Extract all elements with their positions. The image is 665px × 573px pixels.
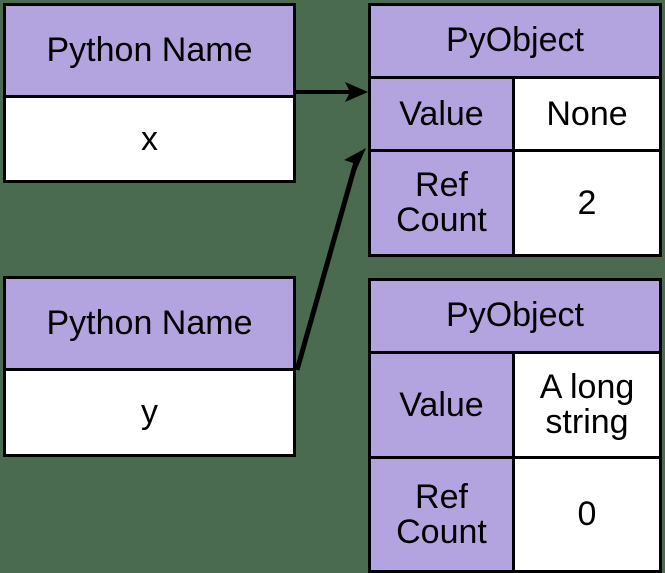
- pyobject-rows: Value A long string Ref Count 0: [371, 354, 659, 570]
- arrow-x-to-none-icon: [296, 82, 368, 102]
- pyobject-row-refcount: Ref Count 0: [371, 459, 659, 570]
- pyobject-row-value: Value A long string: [371, 354, 659, 459]
- pyobject-row-refcount: Ref Count 2: [371, 152, 659, 254]
- pyobject-refcount-content: 2: [515, 152, 659, 254]
- pyobject-header: PyObject: [371, 281, 659, 354]
- pyobject-value-label: Value: [371, 354, 515, 456]
- pyobject-box-string: PyObject Value A long string Ref Count 0: [368, 278, 662, 573]
- pyobject-box-none: PyObject Value None Ref Count 2: [368, 3, 662, 257]
- pyobject-rows: Value None Ref Count 2: [371, 79, 659, 254]
- arrow-y-to-none-icon: [294, 148, 366, 371]
- python-name-box-x: Python Name x: [3, 3, 296, 183]
- python-name-header: Python Name: [6, 6, 293, 98]
- pyobject-header: PyObject: [371, 6, 659, 79]
- python-name-header: Python Name: [6, 279, 293, 371]
- python-name-value-y: y: [6, 371, 293, 454]
- pyobject-value-content: None: [515, 79, 659, 149]
- pyobject-refcount-label: Ref Count: [371, 152, 515, 254]
- python-name-box-y: Python Name y: [3, 276, 296, 457]
- pyobject-value-label: Value: [371, 79, 515, 149]
- pyobject-value-content: A long string: [515, 354, 659, 456]
- python-name-value-x: x: [6, 98, 293, 180]
- pyobject-refcount-label: Ref Count: [371, 459, 515, 570]
- pyobject-refcount-content: 0: [515, 459, 659, 570]
- pyobject-row-value: Value None: [371, 79, 659, 152]
